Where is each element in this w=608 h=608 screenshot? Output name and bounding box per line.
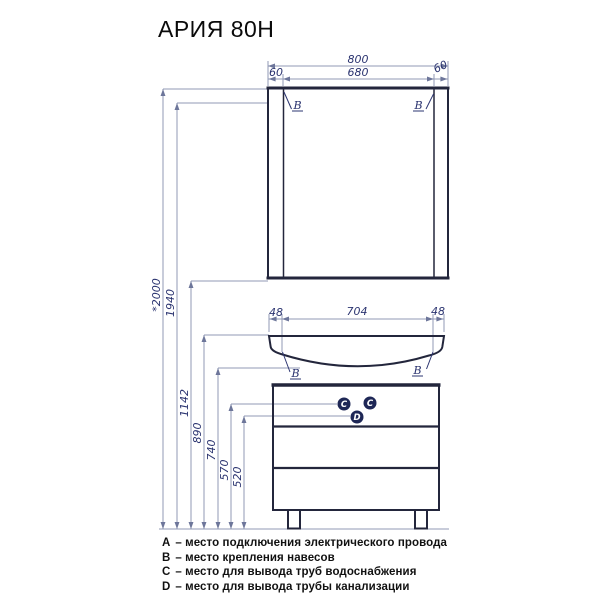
legend-item-a: A – место подключения электрического про… [162, 537, 447, 550]
water-supply-right-label: C [367, 399, 374, 409]
mirror-mount-left-label: B [292, 99, 301, 112]
water-supply-point-icon [363, 396, 377, 410]
dim-mirror-frame-left: 60 [269, 66, 283, 79]
dimension-labels: 800 60 680 60 48 704 48 *2000 1940 1142 … [150, 53, 450, 488]
basin-mount-right-label: B [412, 364, 421, 377]
leg-right [414, 509, 428, 530]
dimension-lines [159, 61, 449, 530]
page-title: АРИЯ 80Н [158, 16, 275, 42]
leader-basin-b-left [282, 351, 291, 373]
dim-basin-inner: 704 [347, 305, 368, 318]
legend-item-c: C – место для вывода труб водоснабжения [162, 566, 447, 579]
leader-mirror-b-left [283, 91, 292, 110]
dim-height-890: 890 [191, 423, 204, 444]
dim-height-570: 570 [218, 460, 231, 481]
dim-height-overall: *2000 [150, 278, 163, 312]
leg-left [287, 509, 301, 530]
dim-basin-right: 48 [431, 305, 445, 318]
legend-item-d: D – место для вывода трубы канализации [162, 581, 447, 594]
legend-text: – место подключения электрического прово… [175, 537, 448, 549]
dim-basin-left: 48 [269, 306, 283, 319]
dim-height-1940: 1940 [164, 289, 177, 317]
legend-text: – место для вывода труб водоснабжения [175, 566, 417, 578]
washbasin-outline [267, 335, 446, 368]
legend-key: C [162, 566, 171, 578]
basin-mount-left-label: B [290, 367, 299, 380]
mirror-outline [267, 87, 449, 279]
legend-key: B [162, 551, 171, 564]
drain-label: D [353, 413, 360, 423]
water-supply-left-label: C [341, 400, 348, 410]
water-supply-point-icon [337, 397, 351, 411]
dim-mirror-frame-right: 60 [431, 58, 449, 76]
legend-key: D [162, 580, 171, 593]
legend-item-b: B – место крепления навесов [162, 552, 447, 565]
legend-text: – место крепления навесов [175, 551, 335, 564]
dim-height-1142: 1142 [178, 389, 191, 417]
annotations: B B B B C C D [282, 91, 434, 424]
mirror-mount-right-label: B [413, 99, 422, 112]
dim-mirror-total: 800 [348, 53, 369, 66]
drain-point-icon [350, 410, 364, 424]
legend-key: A [162, 537, 171, 549]
furniture [266, 86, 450, 530]
legend: A – место подключения электрического про… [162, 537, 447, 593]
legend-text: – место для вывода трубы канализации [175, 580, 410, 593]
leader-basin-b-right [426, 351, 434, 370]
leader-mirror-b-right [425, 93, 434, 110]
dim-height-520: 520 [231, 467, 244, 488]
dim-mirror-inner: 680 [348, 66, 369, 79]
dim-height-740: 740 [205, 440, 218, 461]
